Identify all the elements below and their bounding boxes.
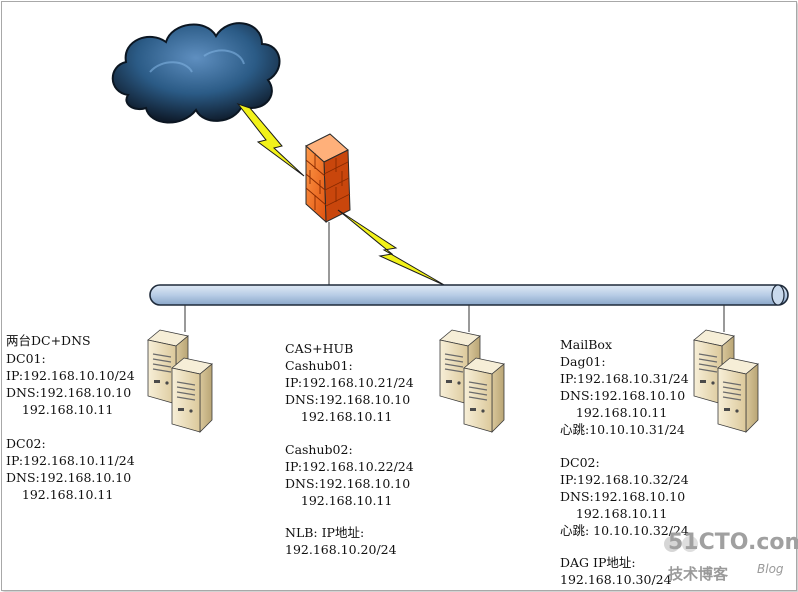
dag01-dns2: 192.168.10.11 — [560, 405, 668, 420]
dag02-ip: IP:192.168.10.32/24 — [560, 472, 689, 487]
cashub02-dns: DNS:192.168.10.10 — [285, 476, 411, 491]
watermark-site: 51CTO.com — [668, 530, 798, 555]
cashub01-name: Cashub01: — [285, 358, 353, 373]
cashub01-dns: DNS:192.168.10.10 — [285, 392, 411, 407]
dc01-dns: DNS:192.168.10.10 — [6, 385, 132, 400]
dag01-dns: DNS:192.168.10.10 — [560, 388, 686, 403]
cloud-icon — [111, 22, 281, 124]
dag02-dns: DNS:192.168.10.10 — [560, 489, 686, 504]
dc02-ip: IP:192.168.10.11/24 — [6, 453, 135, 468]
cashub01-dns2: 192.168.10.11 — [285, 409, 393, 424]
server-icon — [148, 330, 212, 432]
server-icon — [440, 330, 504, 432]
mailbox-heading: MailBox — [560, 337, 613, 352]
server-icon — [694, 330, 758, 432]
dag01-ip: IP:192.168.10.31/24 — [560, 371, 689, 386]
dc01-ip: IP:192.168.10.10/24 — [6, 368, 135, 383]
cashub02-name: Cashub02: — [285, 442, 353, 457]
firewall-icon — [305, 133, 351, 224]
dag-ip-label: DAG IP地址: — [560, 555, 636, 570]
lightning-icon — [337, 209, 447, 287]
watermark-blog: Blog — [757, 562, 784, 576]
dc02-dns2: 192.168.10.11 — [6, 487, 114, 502]
cashub01-ip: IP:192.168.10.21/24 — [285, 375, 414, 390]
dag01-heartbeat: 心跳:10.10.10.31/24 — [560, 422, 685, 437]
dag02-name: DC02: — [560, 455, 600, 470]
dag02-heartbeat: 心跳: 10.10.10.32/24 — [560, 523, 689, 538]
watermark-sub: 技术博客 — [668, 565, 729, 583]
dag01-name: Dag01: — [560, 354, 606, 369]
dag02-dns2: 192.168.10.11 — [560, 506, 668, 521]
cashub02-dns2: 192.168.10.11 — [285, 493, 393, 508]
dc-heading: 两台DC+DNS — [6, 333, 91, 348]
dc01-dns2: 192.168.10.11 — [6, 402, 114, 417]
dc01-name: DC01: — [6, 351, 46, 366]
lightning-icon — [236, 103, 305, 177]
nlb-ip: 192.168.10.20/24 — [285, 542, 397, 557]
watermark-logo — [664, 536, 698, 552]
dc02-dns: DNS:192.168.10.10 — [6, 470, 132, 485]
nlb-label: NLB: IP地址: — [285, 525, 365, 540]
cashub02-ip: IP:192.168.10.22/24 — [285, 459, 414, 474]
dag-ip: 192.168.10.30/24 — [560, 572, 672, 587]
dc02-name: DC02: — [6, 436, 46, 451]
network-bus — [149, 284, 789, 306]
cas-heading: CAS+HUB — [285, 341, 354, 356]
